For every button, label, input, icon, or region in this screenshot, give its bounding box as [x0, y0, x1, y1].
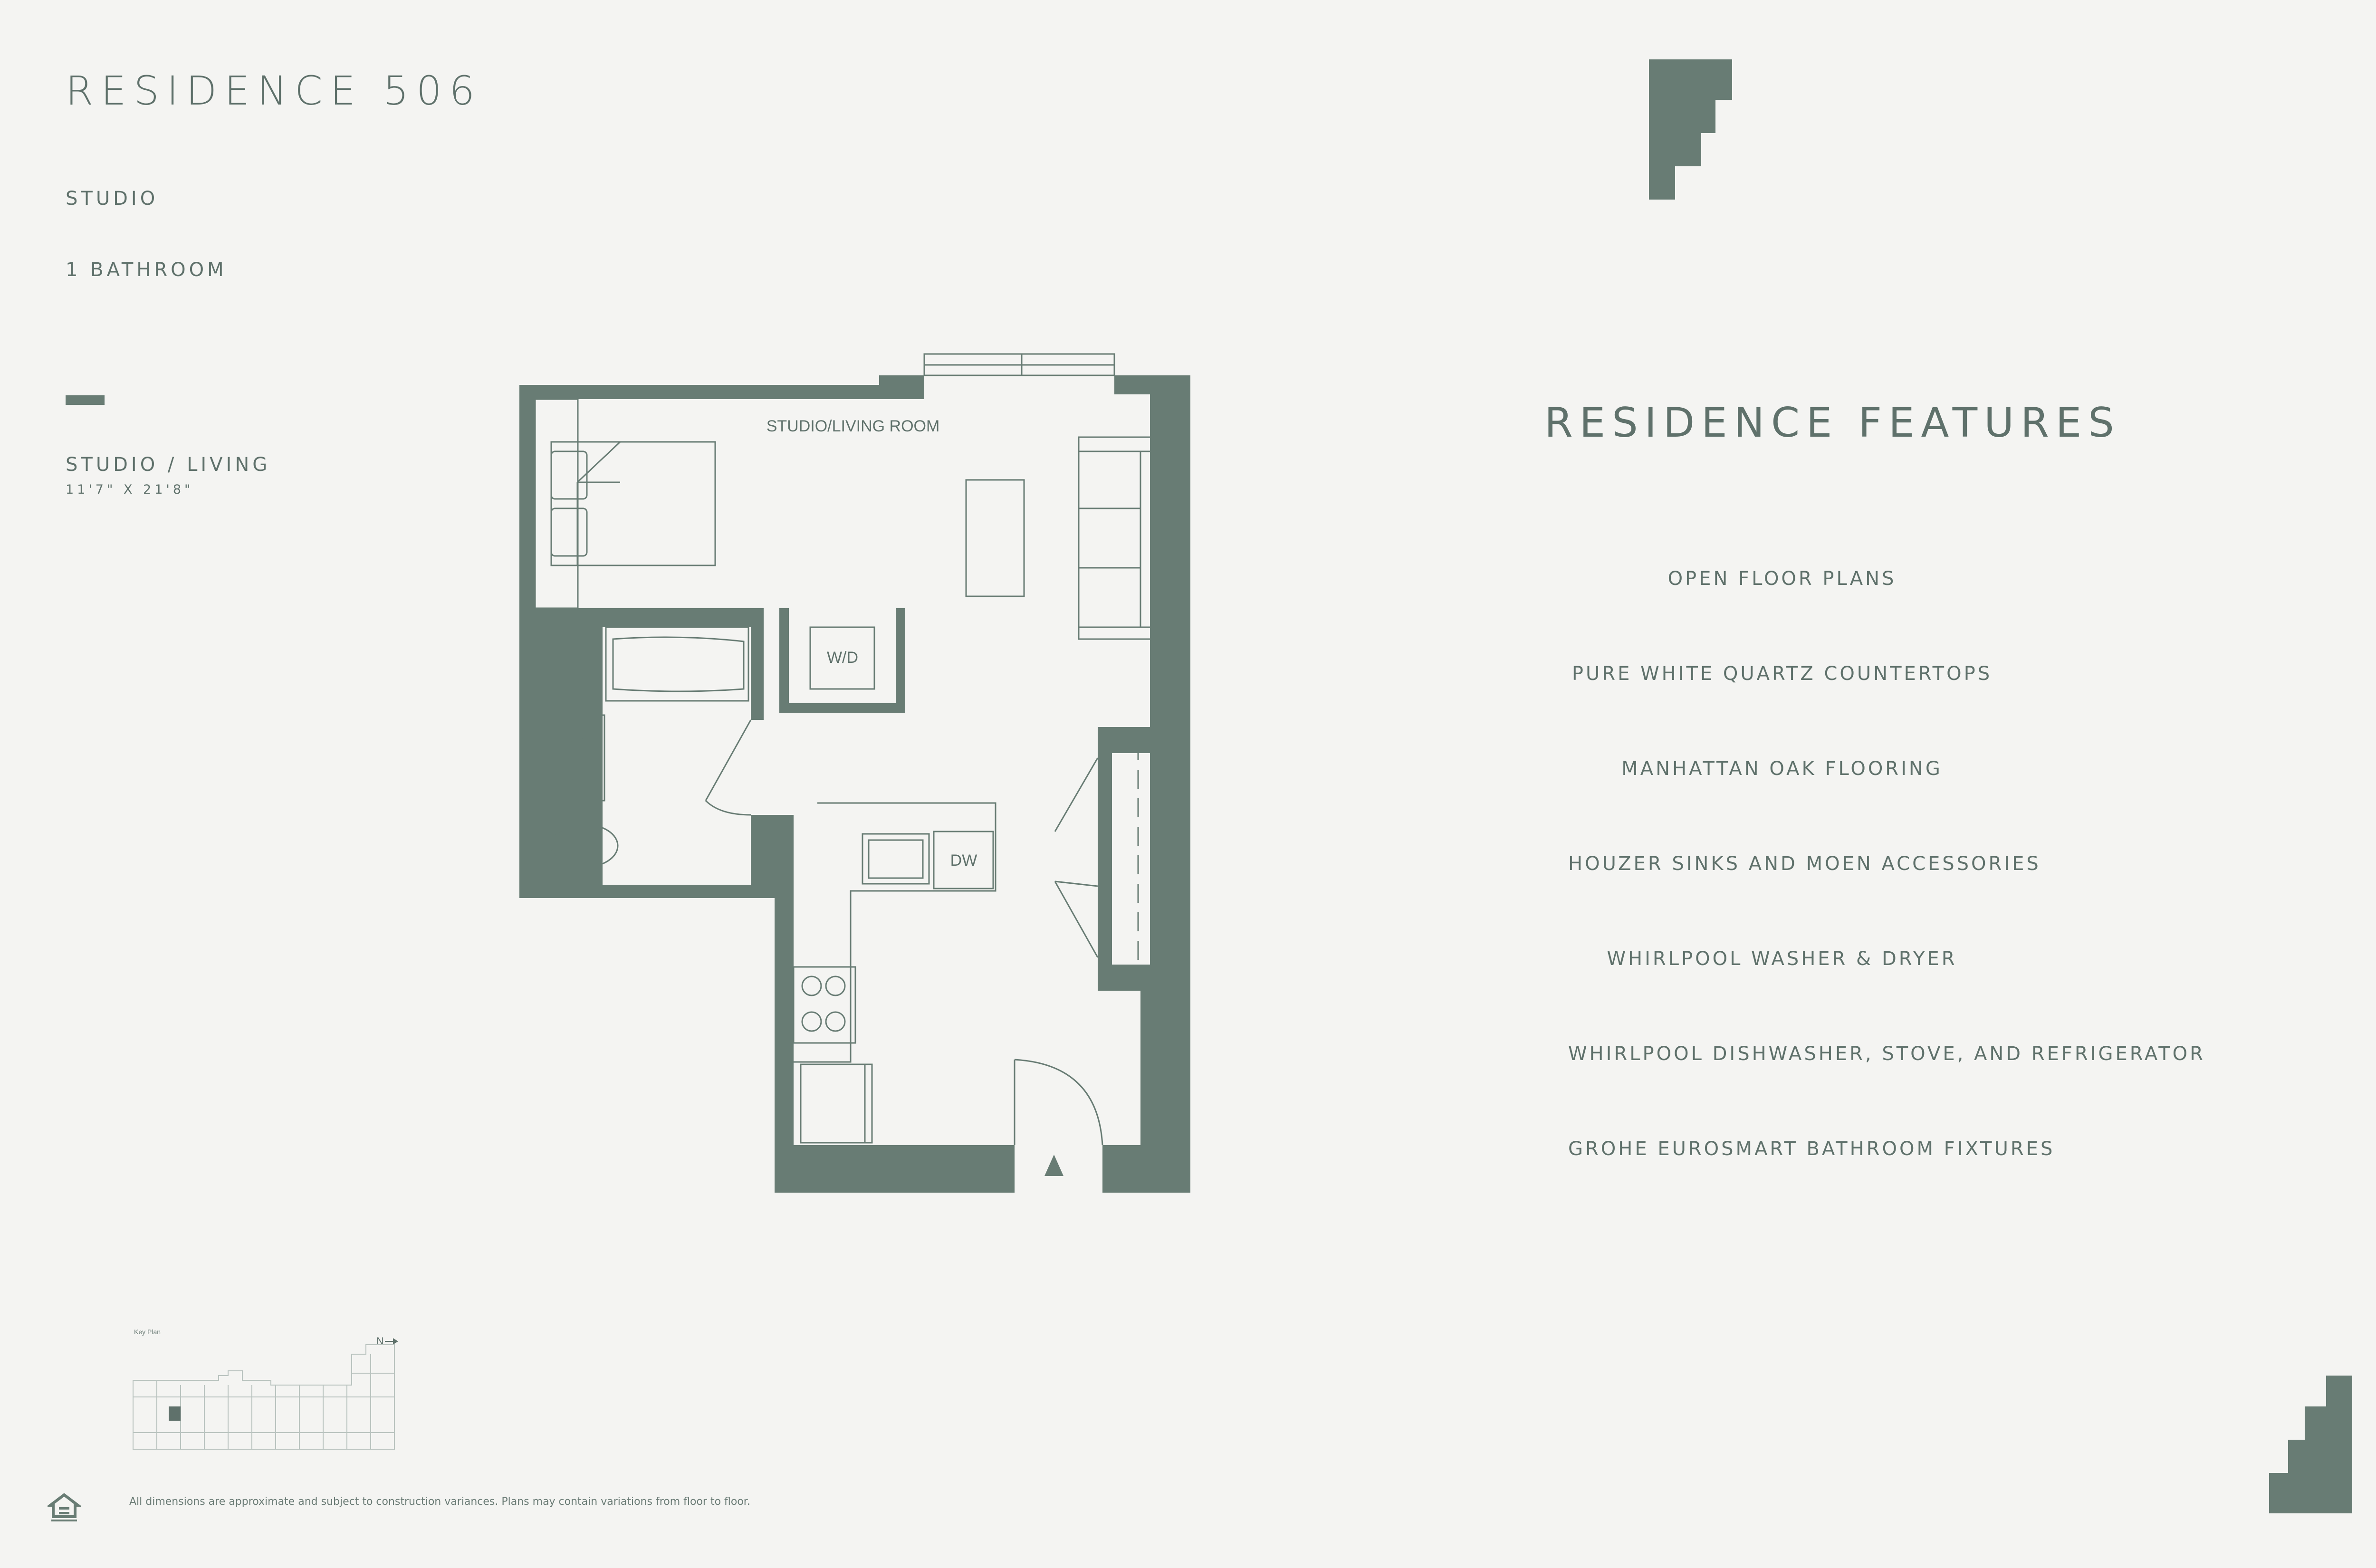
divider-bar [66, 395, 105, 405]
feature-item: WHIRLPOOL DISHWASHER, STOVE, AND REFRIGE… [1568, 1043, 2205, 1065]
room-name: STUDIO / LIVING [66, 454, 271, 476]
room-dimensions: 11'7" X 21'8" [66, 482, 194, 497]
north-arrow-icon [385, 1338, 398, 1345]
feature-item: PURE WHITE QUARTZ COUNTERTOPS [1571, 663, 1993, 685]
north-label: N [376, 1335, 384, 1347]
bathroom-count: 1 BATHROOM [66, 259, 227, 281]
feature-item: HOUZER SINKS AND MOEN ACCESSORIES [1568, 853, 2041, 875]
floor-plan: STUDIO/LIVING ROOM W/D DW [519, 353, 1190, 1193]
key-plan-label: Key Plan [134, 1328, 161, 1336]
feature-item: WHIRLPOOL WASHER & DRYER [1607, 948, 1957, 970]
studio-living-room-label: STUDIO/LIVING ROOM [766, 417, 940, 435]
feature-item: OPEN FLOOR PLANS [1667, 568, 1897, 590]
features-list: OPEN FLOOR PLANS PURE WHITE QUARTZ COUNT… [1568, 568, 2205, 1233]
feature-item: GROHE EUROSMART BATHROOM FIXTURES [1568, 1138, 2055, 1160]
disclaimer-text: All dimensions are approximate and subje… [129, 1496, 750, 1508]
feature-item: MANHATTAN OAK FLOORING [1621, 758, 1943, 780]
key-plan: Key Plan N [133, 1328, 398, 1450]
corner-stair-decoration-bottom [2269, 1376, 2352, 1513]
unit-type: STUDIO [66, 188, 159, 210]
features-title: RESIDENCE FEATURES [1544, 399, 2121, 447]
residence-title: RESIDENCE 506 [66, 67, 482, 114]
corner-stair-decoration-top [1649, 59, 1732, 200]
washer-dryer-label: W/D [827, 649, 858, 667]
equal-housing-icon [48, 1493, 81, 1521]
dishwasher-label: DW [950, 851, 977, 870]
